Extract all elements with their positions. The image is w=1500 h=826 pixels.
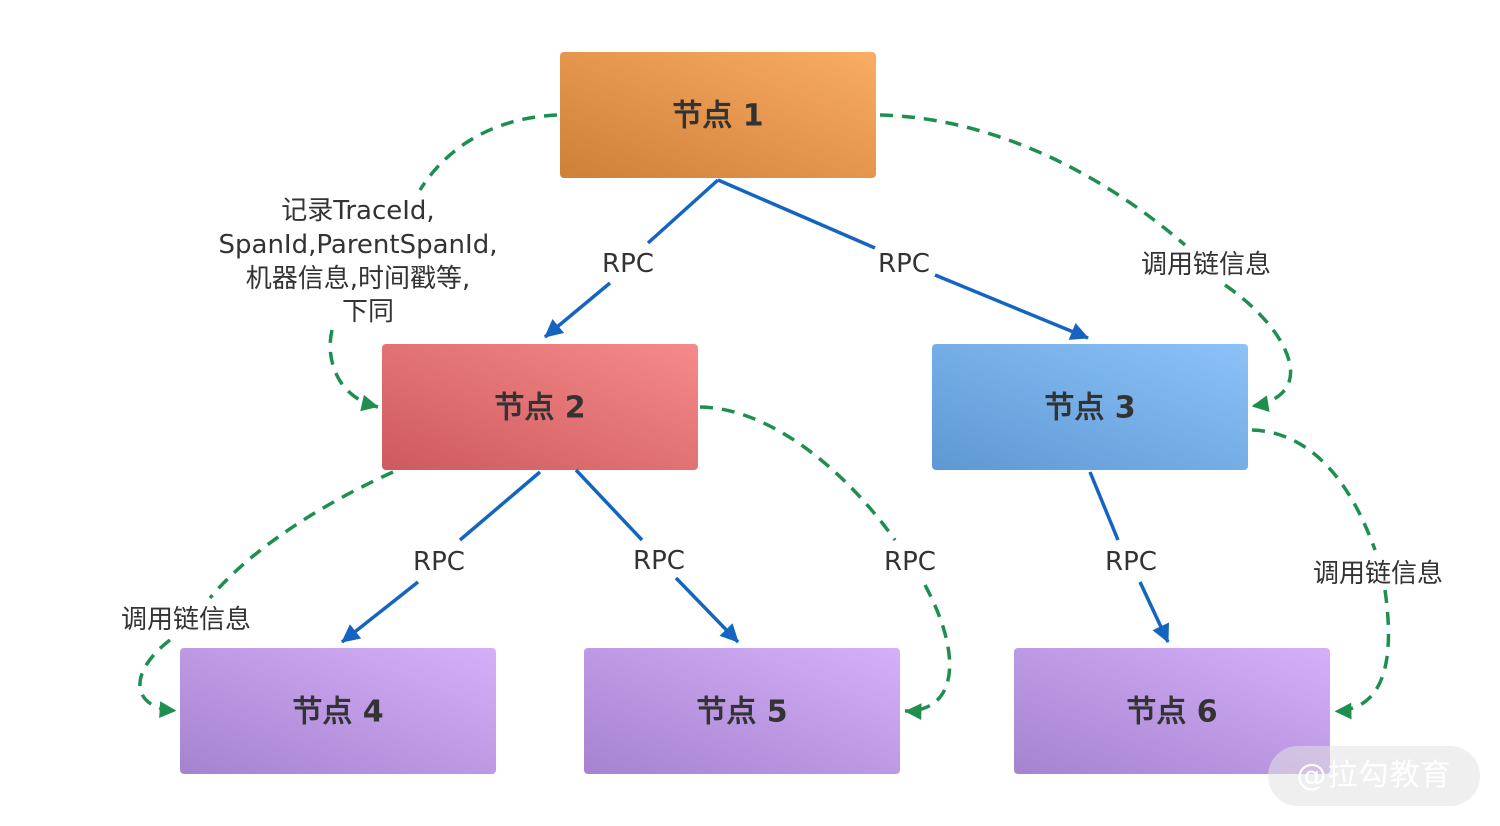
chain-note-n2-n4: 调用链信息 [121,605,251,635]
node-2-label: 节点 2 [494,391,585,426]
node-6: 节点 6 [1014,648,1330,774]
node-5-label: 节点 5 [696,695,787,730]
record-note-line-4: 下同 [342,297,394,327]
rpc-arrows [342,178,1168,642]
notes: 记录TraceId, SpanId,ParentSpanId, 机器信息,时间戳… [121,196,1443,635]
node-6-label: 节点 6 [1126,695,1217,730]
rpc-label-n2-n4: RPC [413,547,465,577]
callchain-n2-n5 [699,405,952,711]
record-note-line-2: SpanId,ParentSpanId, [219,230,498,260]
callchain-arrows [138,113,1391,711]
record-note-line-1: 记录TraceId, [281,196,434,226]
rpc-n2-n4 [342,470,542,642]
rpc-label-n1-n2: RPC [602,249,654,279]
edge-labels: RPC RPC RPC RPC RPC RPC [413,249,1157,577]
rpc-label-n2-n5: RPC [633,546,685,576]
callchain-n1-n2 [328,113,558,407]
node-1: 节点 1 [560,52,876,178]
node-3-label: 节点 3 [1044,391,1135,426]
callchain-n3-n6 [1251,428,1391,711]
node-4: 节点 4 [180,648,496,774]
node-5: 节点 5 [584,648,900,774]
chain-note-n3-n6: 调用链信息 [1313,559,1443,589]
rpc-n3-n6 [1088,471,1168,642]
rpc-label-n2-n5-return: RPC [884,547,936,577]
rpc-label-n1-n3: RPC [878,249,930,279]
callchain-n2-n4 [138,470,394,711]
watermark-logo: @拉勾教育 [1268,746,1480,806]
node-4-label: 节点 4 [292,695,383,730]
rpc-n1-n2 [545,178,720,337]
callchain-n1-n3 [879,113,1293,406]
rpc-label-n3-n6: RPC [1105,547,1157,577]
chain-note-n1-n3: 调用链信息 [1141,250,1271,280]
rpc-n1-n3 [717,178,1088,338]
node-1-label: 节点 1 [672,99,763,134]
rpc-n2-n5 [574,468,738,642]
node-2: 节点 2 [382,344,698,470]
node-3: 节点 3 [932,344,1248,470]
record-note-line-3: 机器信息,时间戳等, [246,264,471,294]
